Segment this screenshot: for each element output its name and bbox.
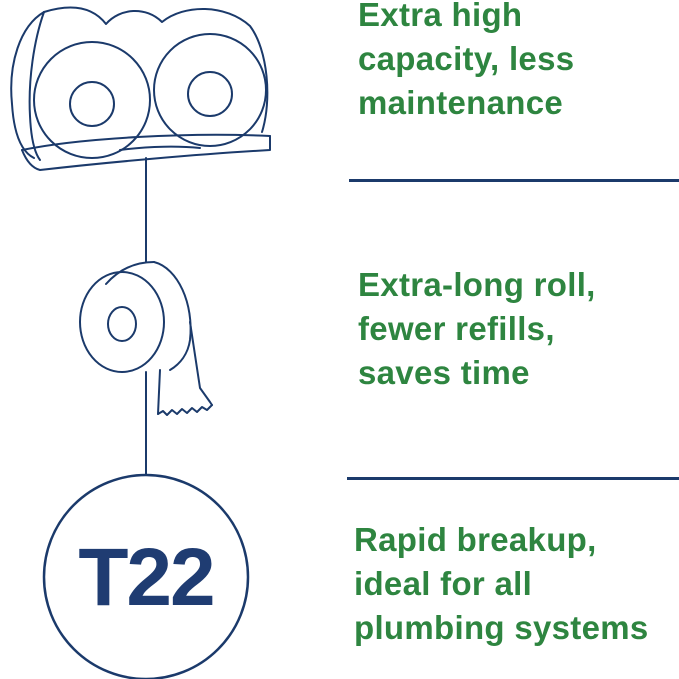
divider-line (349, 179, 679, 182)
feature-text-capacity: Extra high capacity, less maintenance (358, 0, 575, 121)
feature-text-rapid-breakup: Rapid breakup, ideal for all plumbing sy… (354, 521, 649, 646)
toilet-roll-icon (79, 261, 213, 416)
badge-circle (42, 473, 250, 679)
product-code-badge-label: T22 (78, 532, 215, 623)
twin-roll-dispenser-icon (10, 6, 271, 171)
divider-line (347, 477, 679, 480)
feature-text-long-roll: Extra-long roll, fewer refills, saves ti… (358, 266, 596, 391)
